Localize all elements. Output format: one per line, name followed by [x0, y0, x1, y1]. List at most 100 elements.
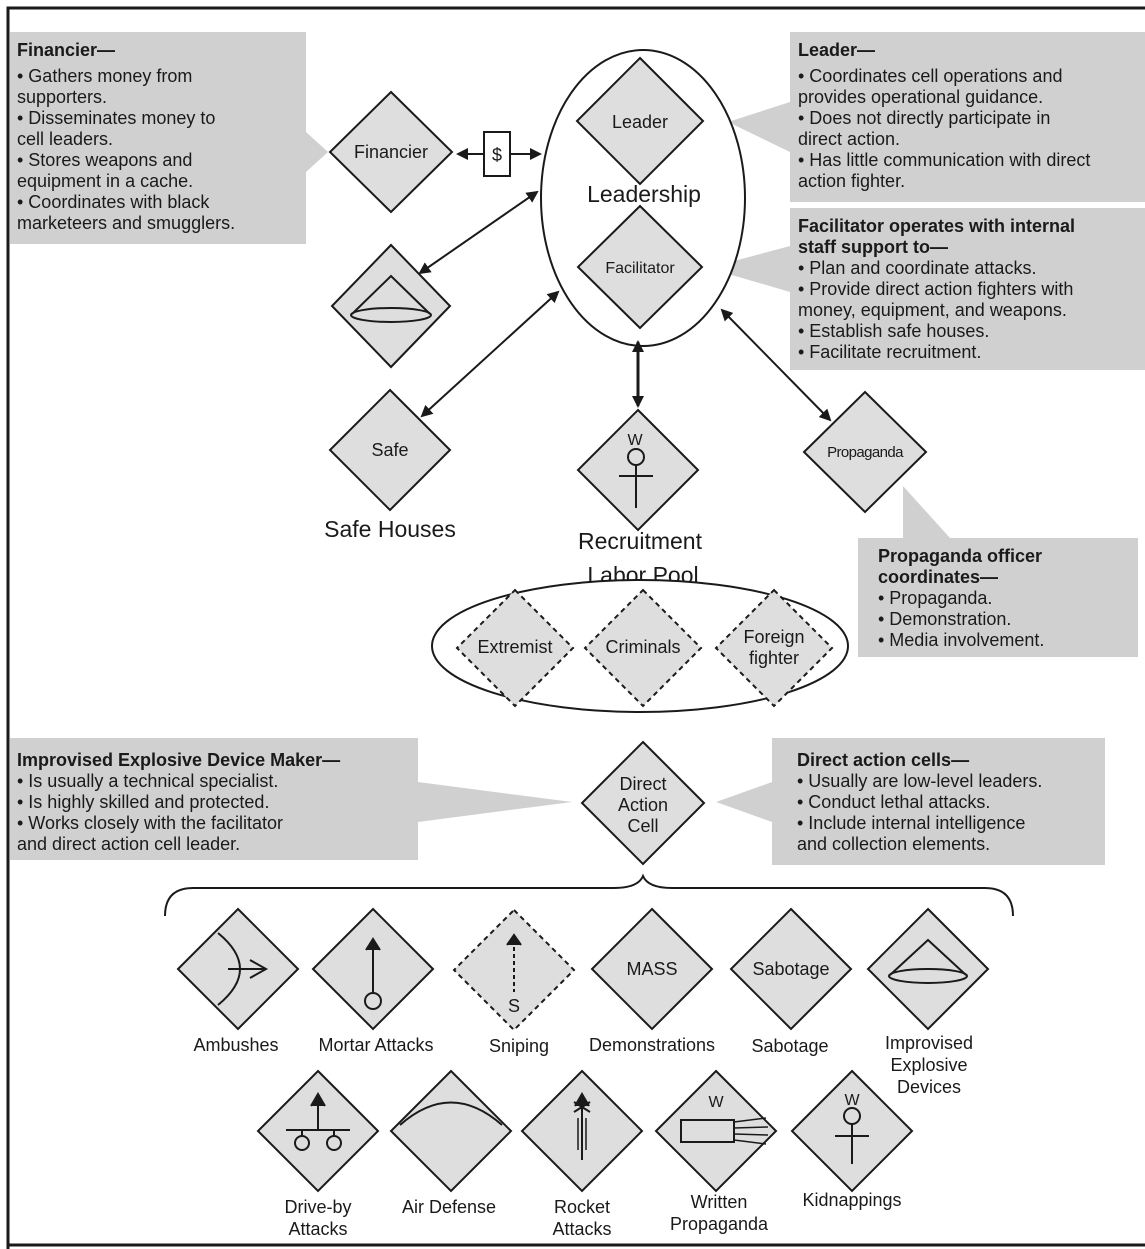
kidnappings-node[interactable]: W: [790, 1069, 914, 1193]
demonstrations-caption: Demonstrations: [589, 1035, 715, 1055]
driveby-node[interactable]: [256, 1069, 380, 1193]
propaganda-leadership-arrow: [720, 308, 832, 422]
air-defense-node[interactable]: [389, 1069, 513, 1193]
financier-node[interactable]: Financier: [328, 90, 454, 214]
air-defense-icon: [399, 1101, 503, 1126]
facilitator-callout-line: • Facilitate recruitment.: [798, 342, 981, 362]
direct-action-callout-line: • Include internal intelligence: [797, 813, 1025, 833]
foreign-fighter-label: fighter: [749, 648, 799, 668]
criminals-node[interactable]: Criminals: [583, 588, 703, 708]
kidnappings-w: W: [844, 1092, 860, 1109]
leader-callout-line: direct action.: [798, 129, 900, 149]
direct-action-cell-label: Action: [618, 795, 668, 815]
direct-action-callout-title: Direct action cells—: [797, 750, 969, 770]
recruitment-node[interactable]: W: [576, 408, 700, 532]
mortar-caption: Mortar Attacks: [318, 1035, 433, 1055]
ied-maker-callout-line: • Is usually a technical specialist.: [17, 771, 278, 791]
safe-leadership-arrow: [420, 290, 560, 418]
leader-callout-line: • Has little communication with direct: [798, 150, 1090, 170]
leader-callout-line: provides operational guidance.: [798, 87, 1043, 107]
leader-callout-line: action fighter.: [798, 171, 905, 191]
mass-label: MASS: [626, 959, 677, 979]
propaganda-callout: Propaganda officer coordinates— • Propag…: [858, 486, 1138, 657]
direct-action-callout-line: • Usually are low-level leaders.: [797, 771, 1042, 791]
direct-action-cell-label: Cell: [627, 816, 658, 836]
cone-icon: [889, 938, 967, 976]
leader-callout: Leader— • Coordinates cell operations an…: [728, 32, 1145, 202]
foreign-fighter-label: Foreign: [743, 627, 804, 647]
foreign-fighter-node[interactable]: Foreign fighter: [714, 588, 834, 708]
safe-houses-caption: Safe Houses: [324, 516, 456, 542]
facilitator-callout-title: staff support to—: [798, 237, 948, 257]
propaganda-label: Propaganda: [827, 444, 904, 461]
financier-callout-title: Financier—: [17, 40, 115, 60]
written-propaganda-caption: Propaganda: [670, 1214, 769, 1234]
leader-callout-title: Leader—: [798, 40, 875, 60]
financier-callout: Financier— • Gathers money from supporte…: [10, 32, 328, 244]
facilitator-callout-title: Facilitator operates with internal: [798, 216, 1075, 236]
sniping-caption: Sniping: [489, 1036, 549, 1056]
driveby-caption: Attacks: [288, 1219, 347, 1239]
ied-caption: Improvised: [885, 1033, 973, 1053]
financier-label: Financier: [354, 142, 428, 162]
facilitator-callout-line: • Establish safe houses.: [798, 321, 989, 341]
financier-callout-line: supporters.: [17, 87, 107, 107]
frame-border: [6, 6, 1145, 1249]
direct-action-callout-line: and collection elements.: [797, 834, 990, 854]
written-propaganda-node[interactable]: W: [654, 1069, 778, 1193]
sabotage-caption: Sabotage: [751, 1036, 828, 1056]
air-defense-caption: Air Defense: [402, 1197, 496, 1217]
recruitment-w: W: [627, 432, 643, 449]
demonstrations-node[interactable]: MASS: [590, 907, 714, 1031]
direct-action-callout-line: • Conduct lethal attacks.: [797, 792, 990, 812]
propaganda-callout-line: • Propaganda.: [878, 588, 992, 608]
cone-base-icon: [888, 968, 968, 984]
direct-action-cell-node[interactable]: Direct Action Cell: [580, 740, 706, 866]
facilitator-node[interactable]: Facilitator: [576, 204, 704, 330]
cache-leadership-arrow: [418, 190, 539, 275]
ied-node[interactable]: [866, 907, 990, 1031]
safe-node[interactable]: Safe: [328, 388, 452, 512]
financier-callout-line: • Disseminates money to: [17, 108, 215, 128]
cone-icon: [351, 274, 431, 315]
propaganda-callout-title: coordinates—: [878, 567, 998, 587]
sniping-node[interactable]: S: [452, 908, 576, 1032]
ied-maker-callout-title: Improvised Explosive Device Maker—: [17, 750, 340, 770]
criminals-label: Criminals: [605, 637, 680, 657]
cache-node[interactable]: [330, 243, 452, 369]
attacks-brace: [164, 873, 1014, 917]
facilitator-callout-line: money, equipment, and weapons.: [798, 300, 1067, 320]
propaganda-node[interactable]: Propaganda: [802, 390, 928, 514]
ied-caption: Explosive: [890, 1055, 967, 1075]
financier-callout-line: equipment in a cache.: [17, 171, 193, 191]
direct-action-cell-label: Direct: [619, 774, 666, 794]
financier-callout-line: • Gathers money from: [17, 66, 192, 86]
rocket-caption: Attacks: [552, 1219, 611, 1239]
facilitator-callout-line: • Plan and coordinate attacks.: [798, 258, 1036, 278]
propaganda-callout-line: • Media involvement.: [878, 630, 1044, 650]
written-w: W: [708, 1094, 724, 1111]
extremist-node[interactable]: Extremist: [455, 588, 575, 708]
dollar-sign: $: [492, 145, 502, 165]
mortar-node[interactable]: [311, 907, 435, 1031]
ambushes-node[interactable]: [176, 907, 300, 1031]
leadership-label: Leadership: [587, 181, 701, 207]
direct-action-callout: Direct action cells— • Usually are low-l…: [716, 738, 1105, 865]
propaganda-callout-title: Propaganda officer: [878, 546, 1042, 566]
financier-callout-line: • Stores weapons and: [17, 150, 192, 170]
sabotage-node[interactable]: Sabotage: [729, 907, 853, 1031]
facilitator-label: Facilitator: [605, 260, 675, 277]
leader-node[interactable]: Leader: [575, 56, 705, 186]
money-node: $: [483, 131, 511, 177]
leader-label: Leader: [612, 112, 668, 132]
extremist-label: Extremist: [477, 637, 552, 657]
sabotage-inner-label: Sabotage: [752, 959, 829, 979]
sniping-s: S: [508, 996, 520, 1016]
propaganda-callout-line: • Demonstration.: [878, 609, 1011, 629]
recruitment-caption: Recruitment: [578, 528, 703, 554]
rocket-node[interactable]: [520, 1069, 644, 1193]
written-propaganda-caption: Written: [691, 1192, 748, 1212]
leader-callout-line: • Coordinates cell operations and: [798, 66, 1062, 86]
